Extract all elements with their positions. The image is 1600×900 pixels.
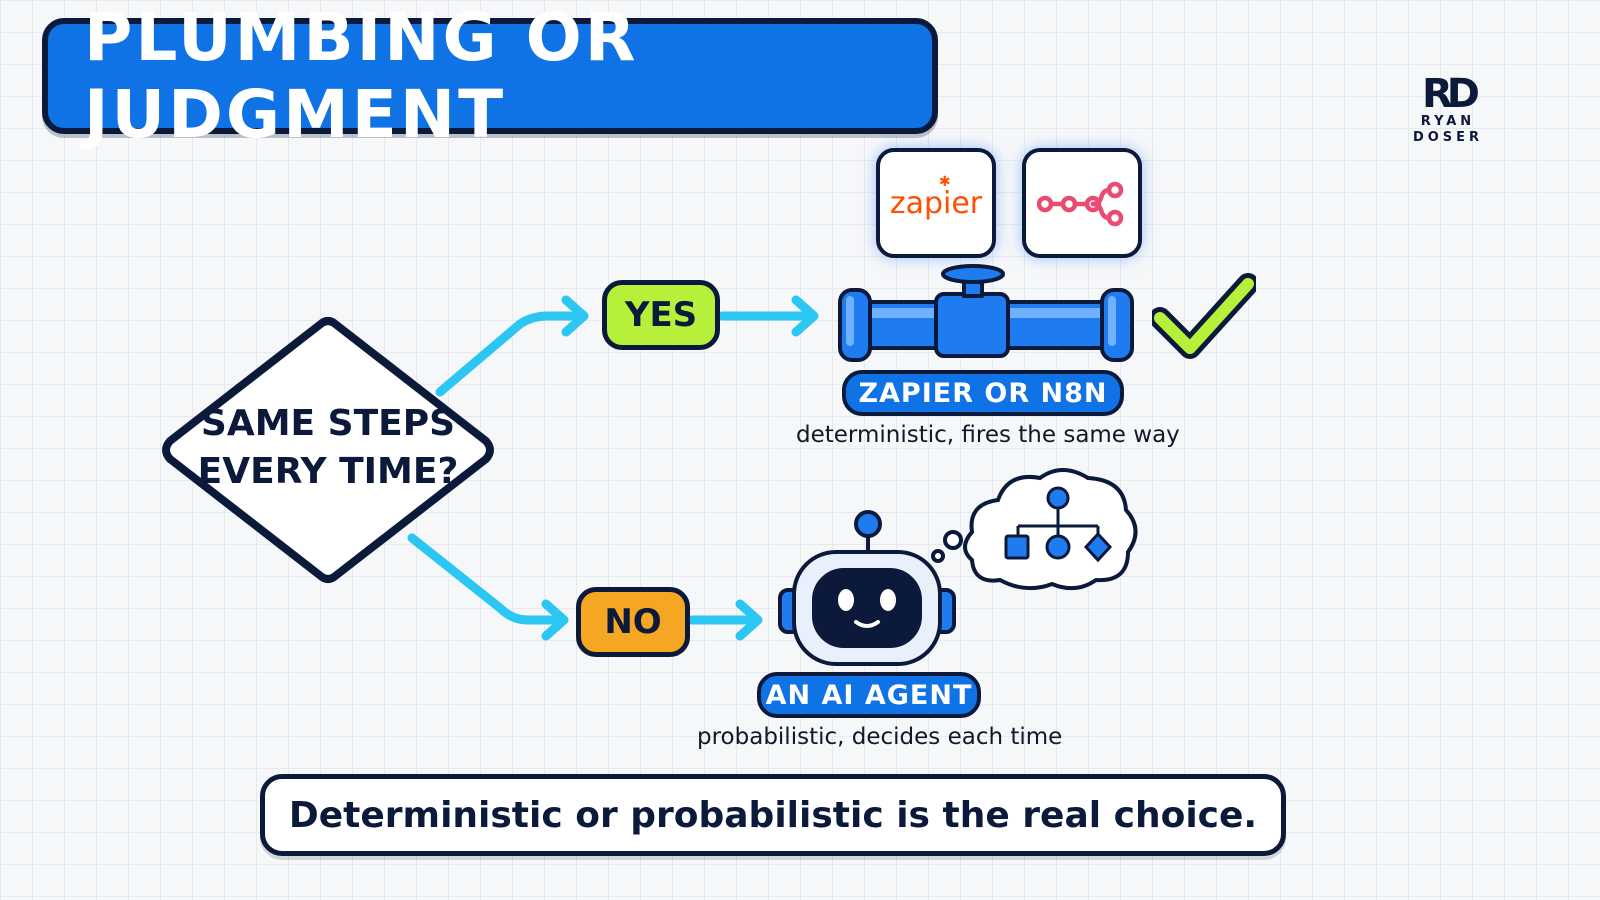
robot-icon <box>778 510 956 666</box>
title-banner: PLUMBING OR JUDGMENT <box>42 0 938 153</box>
probabilistic-caption: probabilistic, decides each time <box>697 724 1063 750</box>
ai-agent-label-text: AN AI AGENT <box>765 679 973 711</box>
brand-line-1: RYAN <box>1420 114 1476 129</box>
arrow-pipe-head <box>791 295 819 337</box>
checkmark-icon <box>1152 273 1256 359</box>
arrow-no-head <box>541 599 569 641</box>
decision-question: SAME STEPS EVERY TIME? <box>196 400 460 496</box>
pipe-icon <box>838 264 1134 362</box>
takeaway-text: Deterministic or probabilistic is the re… <box>288 794 1258 836</box>
arrow-yes-head <box>561 295 589 337</box>
arrow-diamond-to-no <box>407 533 567 625</box>
brand-monogram: RD <box>1421 71 1480 117</box>
zapier-asterisk-icon: ✱ <box>938 173 951 190</box>
no-badge: NO <box>576 587 690 657</box>
no-label: NO <box>604 602 662 642</box>
ai-agent-label: AN AI AGENT <box>757 672 981 718</box>
arrow-diamond-to-yes <box>435 311 587 397</box>
n8n-logo-tile <box>1022 148 1142 258</box>
zapier-n8n-label: ZAPIER OR N8N <box>842 370 1124 416</box>
decision-diamond <box>162 317 494 583</box>
zapier-n8n-label-text: ZAPIER OR N8N <box>858 377 1108 409</box>
brand-logo: RD RYAN DOSER <box>1408 74 1488 146</box>
page-title: PLUMBING OR JUDGMENT <box>84 0 639 153</box>
brand-line-2: DOSER <box>1412 130 1484 145</box>
arrow-robot-head <box>735 599 763 641</box>
takeaway-banner: Deterministic or probabilistic is the re… <box>260 774 1286 856</box>
zapier-logo: zapier ✱ <box>889 174 983 221</box>
zapier-logo-tile: zapier ✱ <box>876 148 996 258</box>
yes-label: YES <box>624 295 698 335</box>
n8n-logo-icon <box>1037 181 1124 227</box>
deterministic-caption: deterministic, fires the same way <box>796 422 1180 448</box>
thought-cloud-icon <box>931 468 1138 591</box>
decision-line-2: EVERY TIME? <box>197 451 459 492</box>
zapier-wordmark: zapier <box>889 185 983 221</box>
yes-badge: YES <box>602 280 720 350</box>
decision-line-1: SAME STEPS <box>200 403 456 444</box>
